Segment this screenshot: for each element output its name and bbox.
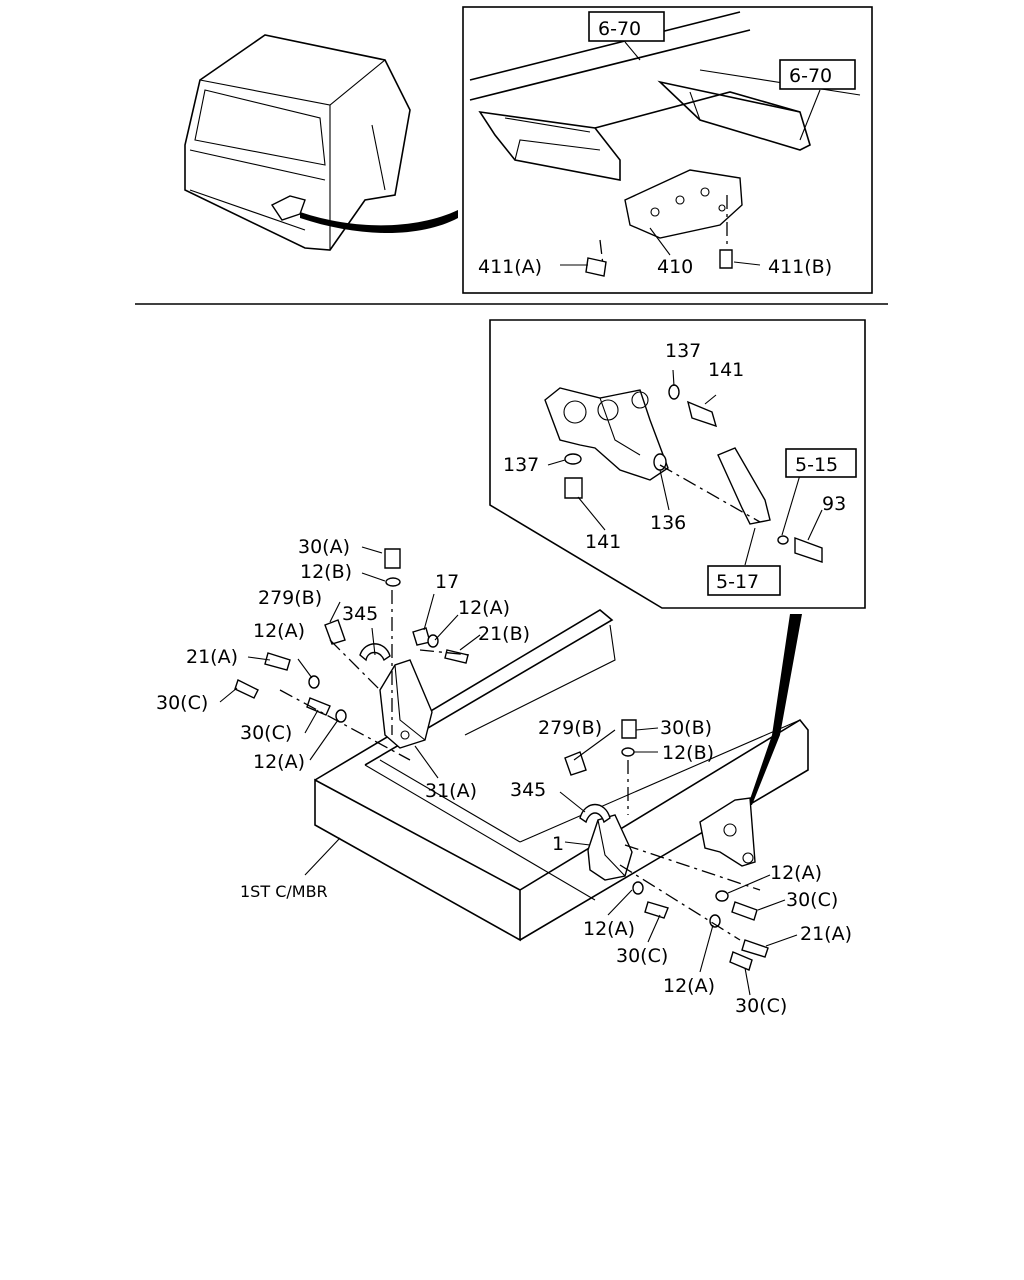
ref-6-70-label-b: 6-70 [789, 65, 832, 87]
part-12b-label-1: 12(B) [300, 561, 352, 583]
part-30c-label-3: 30(C) [786, 889, 838, 911]
part-411a-label: 411(A) [478, 256, 542, 278]
part-279b-label-1: 279(B) [258, 587, 322, 609]
part-345-label-2: 345 [510, 779, 546, 801]
ref-5-17-label: 5-17 [716, 571, 759, 593]
part-30b-label: 30(B) [660, 717, 712, 739]
truck-cab-illustration [184, 34, 458, 251]
part-279b-label-2: 279(B) [538, 717, 602, 739]
part-21b-label: 21(B) [478, 623, 530, 645]
part-12b-label-2: 12(B) [662, 742, 714, 764]
part-30c-label-4: 30(C) [616, 945, 668, 967]
part-93-label: 93 [822, 493, 846, 515]
part-31a-label: 31(A) [425, 780, 477, 802]
callout-labels: 6-70 6-70 411(A) 410 411(B) 137 141 137 … [156, 18, 852, 1017]
crossmember-label: 1ST C/MBR [240, 882, 328, 901]
part-141-label-a: 141 [708, 359, 744, 381]
frame-bracket-detail [462, 6, 873, 294]
part-137-label-b: 137 [503, 454, 539, 476]
part-12a-label-3: 12(A) [253, 751, 305, 773]
part-12a-label-5: 12(A) [583, 918, 635, 940]
part-345-label-1: 345 [342, 603, 378, 625]
part-30c-label-2: 30(C) [240, 722, 292, 744]
part-12a-label-6: 12(A) [663, 975, 715, 997]
part-411b-label: 411(B) [768, 256, 832, 278]
part-12a-label-1: 12(A) [458, 597, 510, 619]
part-30a-label: 30(A) [298, 536, 350, 558]
mount-bracket-detail [489, 319, 866, 609]
ref-6-70-label-a: 6-70 [598, 18, 641, 40]
crossmember-assembly [219, 546, 809, 996]
part-136-label: 136 [650, 512, 686, 534]
part-410-label: 410 [657, 256, 693, 278]
part-30c-label-1: 30(C) [156, 692, 208, 714]
ref-5-15-label: 5-15 [795, 454, 838, 476]
part-17-label: 17 [435, 571, 459, 593]
part-12a-label-4: 12(A) [770, 862, 822, 884]
part-141-label-b: 141 [585, 531, 621, 553]
detail-pointer [748, 614, 802, 805]
part-21a-label-1: 21(A) [186, 646, 238, 668]
part-137-label-a: 137 [665, 340, 701, 362]
part-12a-label-2: 12(A) [253, 620, 305, 642]
part-21a-label-2: 21(A) [800, 923, 852, 945]
part-30c-label-5: 30(C) [735, 995, 787, 1017]
part-1-label: 1 [552, 833, 564, 855]
